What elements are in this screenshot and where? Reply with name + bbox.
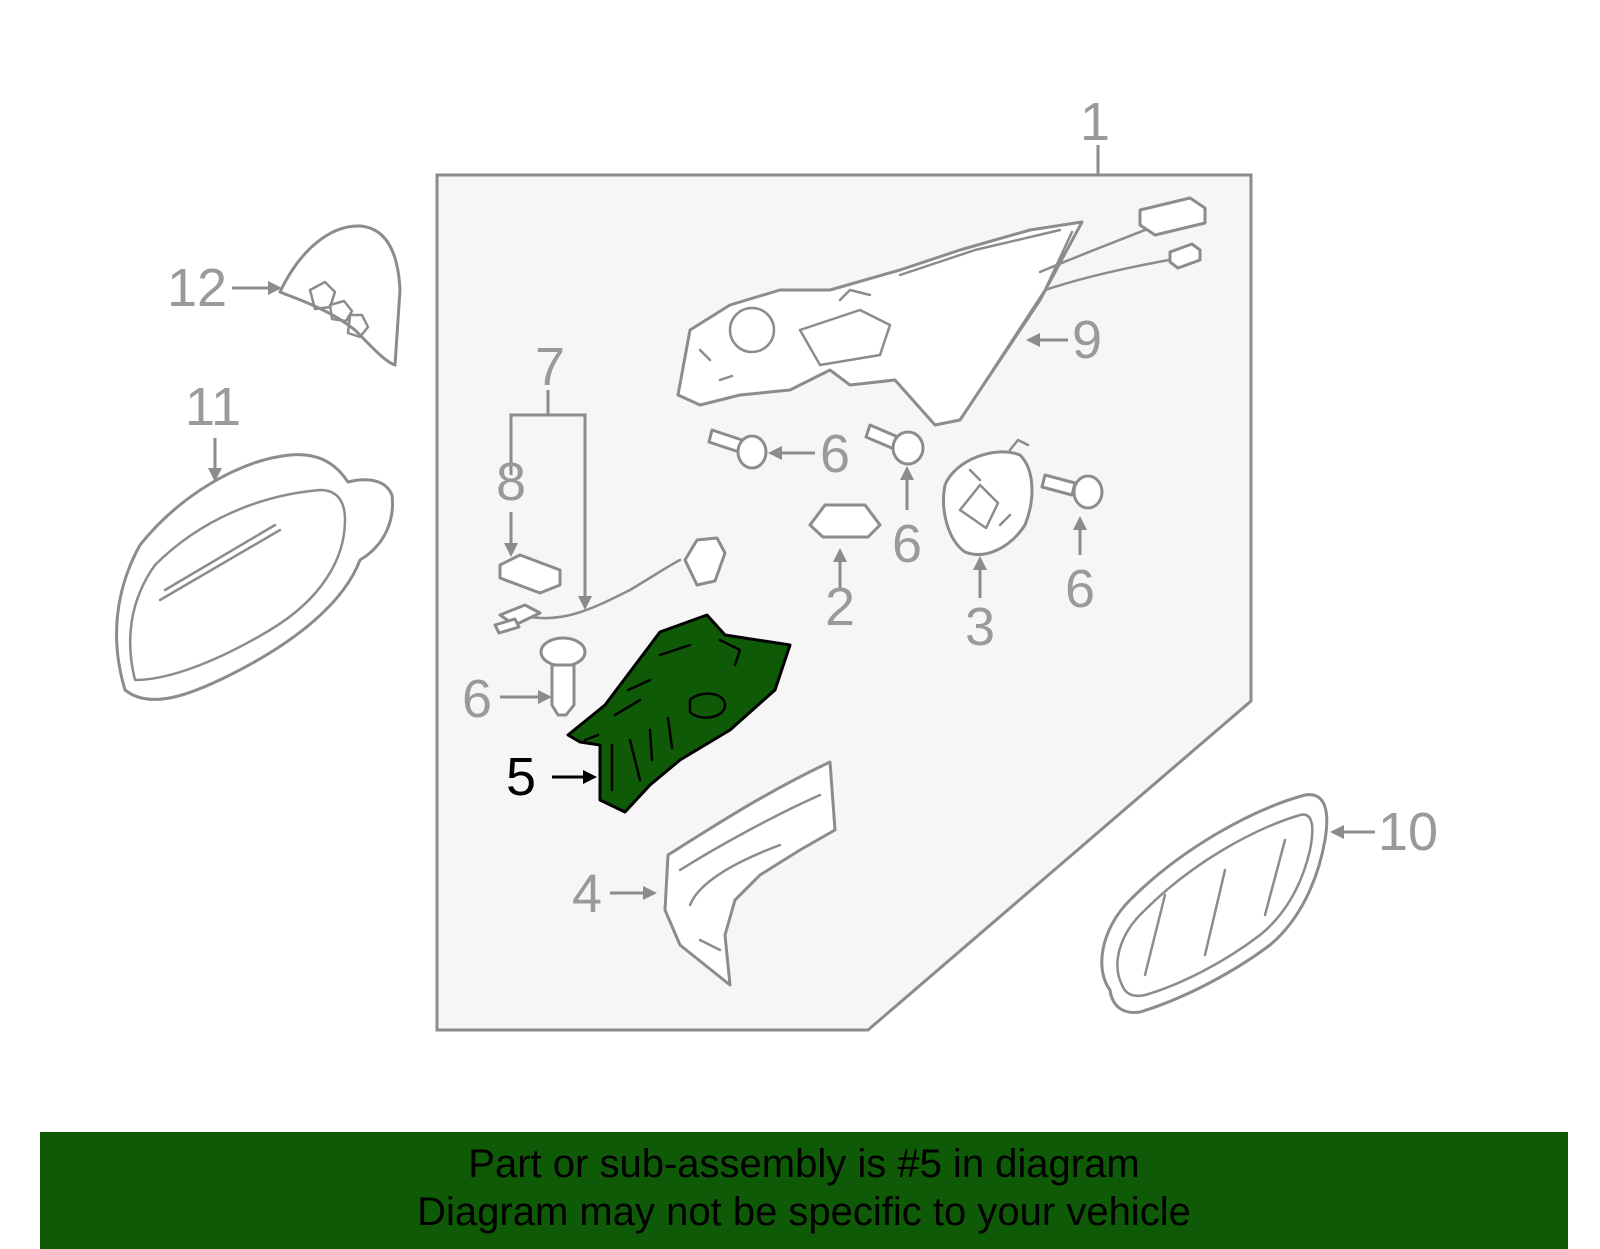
callout-6c: 6: [1065, 559, 1095, 619]
callout-9: 9: [1072, 310, 1102, 370]
arrow-12: [268, 281, 282, 295]
arrow-9: [1026, 333, 1040, 347]
part-4-cover: [663, 760, 837, 987]
callout-7: 7: [535, 337, 565, 397]
arrow-5: [583, 770, 597, 784]
callout-10: 10: [1378, 802, 1438, 862]
part-6-screw-c: [1040, 473, 1104, 510]
arrow-6b: [900, 466, 914, 480]
arrow-2: [833, 548, 847, 562]
part-7-harness: [493, 536, 727, 635]
arrow-4: [643, 886, 657, 900]
arrow-3: [973, 556, 987, 570]
part-6-screw-a: [707, 428, 768, 470]
arrow-10: [1330, 825, 1344, 839]
callout-2: 2: [825, 577, 855, 637]
arrow-11: [208, 468, 222, 482]
part-10-glass: [1100, 793, 1329, 1015]
assembly-box: [435, 173, 1253, 1032]
callout-11: 11: [185, 377, 241, 437]
part-6-screw-b: [864, 423, 925, 466]
part-5-highlighted: [566, 613, 792, 814]
arrow-8: [504, 543, 518, 557]
banner-line-2: Diagram may not be specific to your vehi…: [417, 1190, 1191, 1234]
part-11-cover: [115, 453, 395, 701]
callout-8: 8: [496, 452, 526, 512]
info-banner: Part or sub-assembly is #5 in diagram Di…: [40, 1132, 1568, 1249]
part-12-cap: [278, 224, 402, 367]
banner-line-1: Part or sub-assembly is #5 in diagram: [468, 1142, 1140, 1186]
callout-6a: 6: [820, 424, 850, 484]
arrow-6c: [1073, 516, 1087, 530]
callout-3: 3: [965, 597, 995, 657]
arrow-6a: [768, 446, 782, 460]
callout-1: 1: [1080, 92, 1110, 152]
arrow-6e: [538, 690, 552, 704]
callout-4: 4: [572, 864, 602, 924]
part-8-bulb: [498, 553, 562, 595]
part-3-motor: [942, 438, 1034, 556]
arrow-7: [578, 596, 592, 610]
callout-6b: 6: [892, 514, 922, 574]
part-2-clip: [808, 503, 882, 539]
callout-12: 12: [167, 258, 227, 318]
callout-6e: 6: [462, 669, 492, 729]
callout-5: 5: [506, 747, 536, 807]
part-6-plug: [539, 636, 587, 717]
part-9-base: [676, 196, 1207, 427]
